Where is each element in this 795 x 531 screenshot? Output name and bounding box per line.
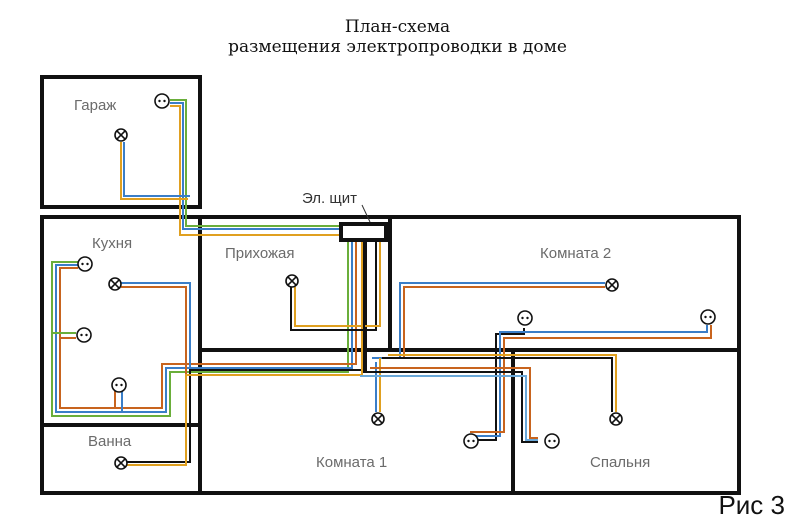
room-label-bath: Ванна <box>88 433 132 450</box>
socket-icon <box>517 310 533 326</box>
wall-garage <box>40 75 202 209</box>
wire-garage-lamp-yellow <box>120 142 188 200</box>
walls <box>40 75 741 495</box>
electrical-panel: Эл. щит <box>302 190 388 242</box>
wire-room2-socket-blue <box>470 325 708 437</box>
wire-bedroom-socket-brown <box>370 367 538 439</box>
socket-icon <box>700 309 716 325</box>
wire-bedroom-socket-black <box>363 240 538 443</box>
room-label-room2: Комната 2 <box>540 245 611 262</box>
room-label-garage: Гараж <box>74 97 116 114</box>
panel-leader-line <box>361 204 371 223</box>
wire-bedroom-lamp-black <box>382 357 613 412</box>
wire-kitchen-blue <box>55 240 353 413</box>
wire-garage-socket-green <box>170 99 341 227</box>
socket-icon <box>111 377 127 393</box>
lamp-icon <box>371 412 385 426</box>
wire-bedroom-socket-lightblue <box>360 375 538 441</box>
room-label-room1: Комната 1 <box>316 454 387 471</box>
lamp-icon <box>605 278 619 292</box>
diagram-title-line1: План-схема <box>344 17 451 37</box>
wire-kitchen-green <box>51 240 349 417</box>
diagram-title-line2: размещения электропроводки в доме <box>228 37 567 57</box>
socket-icon <box>77 256 93 272</box>
wire-bath-lamp-yellow <box>127 240 363 466</box>
wire-hall-lamp-yellow <box>294 240 381 327</box>
lamp-icon <box>114 456 128 470</box>
wire-garage-socket-blue <box>170 102 341 230</box>
lamp-icon <box>609 412 623 426</box>
wire-kitchen-lamp-blue <box>121 282 191 380</box>
figure-label: Рис 3 <box>718 490 785 520</box>
socket-icon <box>154 93 170 109</box>
lamp-icon <box>108 277 122 291</box>
room-label-bedroom: Спальня <box>590 454 650 471</box>
panel-label: Эл. щит <box>302 190 357 207</box>
wire-garage-lamp-blue <box>123 142 190 197</box>
lamp-icon <box>114 128 128 142</box>
room-label-hallway: Прихожая <box>225 245 295 262</box>
socket-icon <box>76 327 92 343</box>
room-label-kitchen: Кухня <box>92 235 132 252</box>
wire-hall-lamp-black <box>290 240 377 331</box>
lamp-icon <box>285 274 299 288</box>
wire-garage-socket-yellow <box>170 105 341 236</box>
socket-icon <box>544 433 560 449</box>
wire-kitchen-brown <box>59 240 357 409</box>
wire-room2-lamp-blue <box>372 282 605 359</box>
wiring <box>51 99 712 466</box>
wire-room2-socket-black <box>470 328 525 441</box>
wire-kitchen-lamp-brown <box>121 286 187 380</box>
wire-room2-lamp-brown <box>403 286 605 358</box>
wire-room2-socket-brown <box>470 325 712 433</box>
socket-icon <box>463 433 479 449</box>
wire-bedroom-lamp-yellow <box>388 354 617 412</box>
